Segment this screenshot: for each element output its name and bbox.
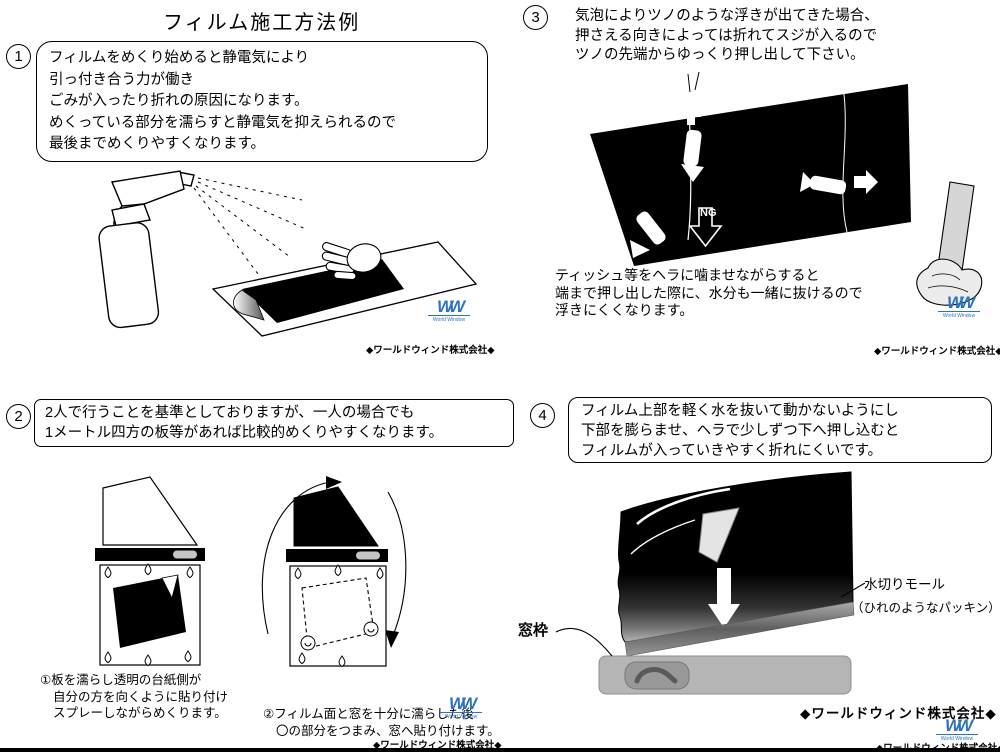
ww-logo-name: World Window [440, 712, 482, 720]
handle-icon [356, 551, 380, 560]
reflection-line [630, 519, 696, 555]
peeled-corner [161, 574, 179, 600]
section-3-tip: ティッシュ等をヘラに噛ませながらすると 端まで押し出した際に、水分も一緒に抜ける… [555, 267, 863, 320]
up-arrow-icon [681, 102, 701, 125]
world-window-logo: WW World Window [938, 293, 980, 319]
window-shape [102, 476, 199, 546]
text-line: 1メートル四方の板等があれば比較的めくりやすくなります。 [45, 425, 444, 441]
hand-icon [321, 242, 382, 281]
ww-logo-letters: WW [436, 297, 465, 316]
text-line: 〇の部分をつまみ、窓へ貼り付けます。 [276, 723, 500, 738]
section-2-note-box: 2人で行うことを基準としておりますが、一人の場合でも 1メートル四方の板等があれ… [34, 399, 514, 447]
text-line: 気泡によりツノのような浮きが出てきた場合、 [575, 8, 879, 24]
squeegee-icon [630, 211, 666, 258]
world-window-logo: WW World Window [428, 297, 470, 323]
ng-label: NG [700, 207, 717, 219]
text-line: フィルムをめくり始めると静電気により [49, 50, 310, 66]
section-2-caption-2: ②フィルム面と窓を十分に濡らした後 〇の部分をつまみ、窓へ貼り付けます。 [263, 706, 500, 739]
bubble-pushout-illustration [590, 72, 911, 266]
section-3-number: 3 [523, 5, 548, 30]
flip-arrowhead [326, 476, 342, 489]
board-peel-illustration [95, 476, 205, 667]
text-line: 引っ付き合う力が働き [49, 71, 194, 88]
door-handle-grip [634, 667, 678, 684]
text-line: 浮きにくくなります。 [555, 302, 694, 318]
squeegee-icon [698, 507, 740, 563]
section-2-caption-1: ①板を濡らし透明の台紙側が 自分の方を向くように貼り付け スプレーしながらめくり… [40, 672, 228, 722]
section-1-note-box: フィルムをめくり始めると静電気により 引っ付き合う力が働き ごみが入ったり折れの… [36, 41, 488, 162]
window-frame-label: 窓枠 [518, 622, 549, 639]
text-line: ②フィルム面と窓を十分に濡らした後 [263, 707, 474, 721]
window-frame-pointer [555, 627, 613, 657]
tinted-glass [617, 471, 854, 643]
door-window-illustration [598, 471, 855, 695]
text-line: スプレーしながらめくります。 [53, 706, 227, 720]
text-line: 下部を膨らませ、ヘラで少しずつ下へ押し込むと [581, 423, 900, 439]
section-4-note-box: フィルム上部を軽く水を抜いて動かないようにし 下部を膨らませ、ヘラで少しずつ下へ… [568, 397, 992, 463]
text-line: 端まで押し出した際に、水分も一緒に抜けるので [555, 284, 863, 301]
squeegee-icon [800, 170, 878, 195]
company-credit: ◆ワールドウィンド株式会社◆ [876, 740, 1000, 752]
page-title: フィルム施工方法例 [163, 12, 361, 34]
world-window-logo: WW World Window [440, 694, 482, 720]
crease-lines [687, 72, 700, 93]
text-line: 自分の方を向くように貼り付け [53, 689, 229, 704]
pinch-point [363, 621, 379, 637]
spray-bottle-icon [98, 170, 195, 329]
tinted-window [590, 84, 911, 266]
world-window-logo: WW World Window [936, 716, 978, 742]
company-credit: ◆ワールドウィンド株式会社◆ [874, 346, 1000, 357]
section-3-note: 気泡によりツノのような浮きが出てきた場合、 押さえる向きによっては折れてスジが入… [575, 7, 879, 66]
text-line: フィルムが入っていきやすく折れにくいです。 [581, 443, 883, 459]
squeegee-icon [681, 129, 704, 182]
flip-arrow [387, 491, 407, 639]
molding-pointer [840, 582, 866, 598]
ww-logo-letters: WW [944, 716, 973, 735]
text-line: 最後までめくりやすくなります。 [49, 136, 266, 152]
company-credit: ◆ワールドウィンド株式会社◆ [373, 740, 502, 751]
film-on-board [113, 575, 186, 648]
bottom-border-bar [0, 748, 1000, 752]
section-2-number: 2 [6, 404, 31, 429]
text-line: フィルム上部を軽く水を抜いて動かないようにし [581, 403, 899, 419]
flip-arrowhead [385, 630, 399, 648]
molding-label: 水切りモール [864, 577, 945, 592]
text-line: ①板を濡らし透明の台紙側が [40, 673, 202, 687]
section-1-number: 1 [6, 44, 31, 69]
down-arrow-icon [708, 568, 740, 628]
molding-sublabel: （ひれのようなパッキン） [851, 601, 1000, 615]
company-name-large: ◆ワールドウィンド株式会社◆ [800, 706, 997, 721]
streak-line [842, 93, 848, 233]
ww-logo-name: World Window [938, 311, 980, 319]
handle-icon [173, 550, 197, 559]
text-line: 押さえる向きによっては折れてスジが入るので [575, 27, 878, 44]
ww-logo-name: World Window [428, 315, 470, 323]
ww-logo-letters: WW [448, 694, 477, 713]
door-handle-pocket [624, 661, 690, 690]
company-credit: ◆ワールドウィンド株式会社◆ [366, 345, 495, 356]
ww-logo-name: World Window [936, 734, 978, 742]
pinch-point [300, 635, 316, 651]
tissue-squeegee-illustration [916, 181, 983, 306]
window-apply-illustration [261, 476, 407, 668]
drain-molding [624, 601, 855, 657]
filmed-window-shape [293, 486, 379, 547]
section-4-number: 4 [530, 403, 555, 428]
text-line: めくっている部分を濡らすと静電気を抑えられるので [49, 114, 396, 131]
ww-logo-letters: WW [946, 293, 975, 312]
ng-down-arrow [688, 207, 723, 248]
text-line: ティッシュ等をヘラに噛ませながらすると [555, 267, 820, 283]
reflection-line [636, 487, 731, 525]
text-line: ツノの先端からゆっくり押し出して下さい。 [575, 47, 865, 63]
film-dark-area [242, 259, 404, 323]
spray-mist [193, 177, 309, 275]
flip-arrow [261, 481, 331, 635]
film-curl [233, 289, 265, 321]
spray-peel-illustration [98, 170, 478, 337]
text-line: 2人で行うことを基準としておりますが、一人の場合でも [45, 405, 415, 421]
text-line: ごみが入ったり折れの原因になります。 [49, 93, 309, 109]
